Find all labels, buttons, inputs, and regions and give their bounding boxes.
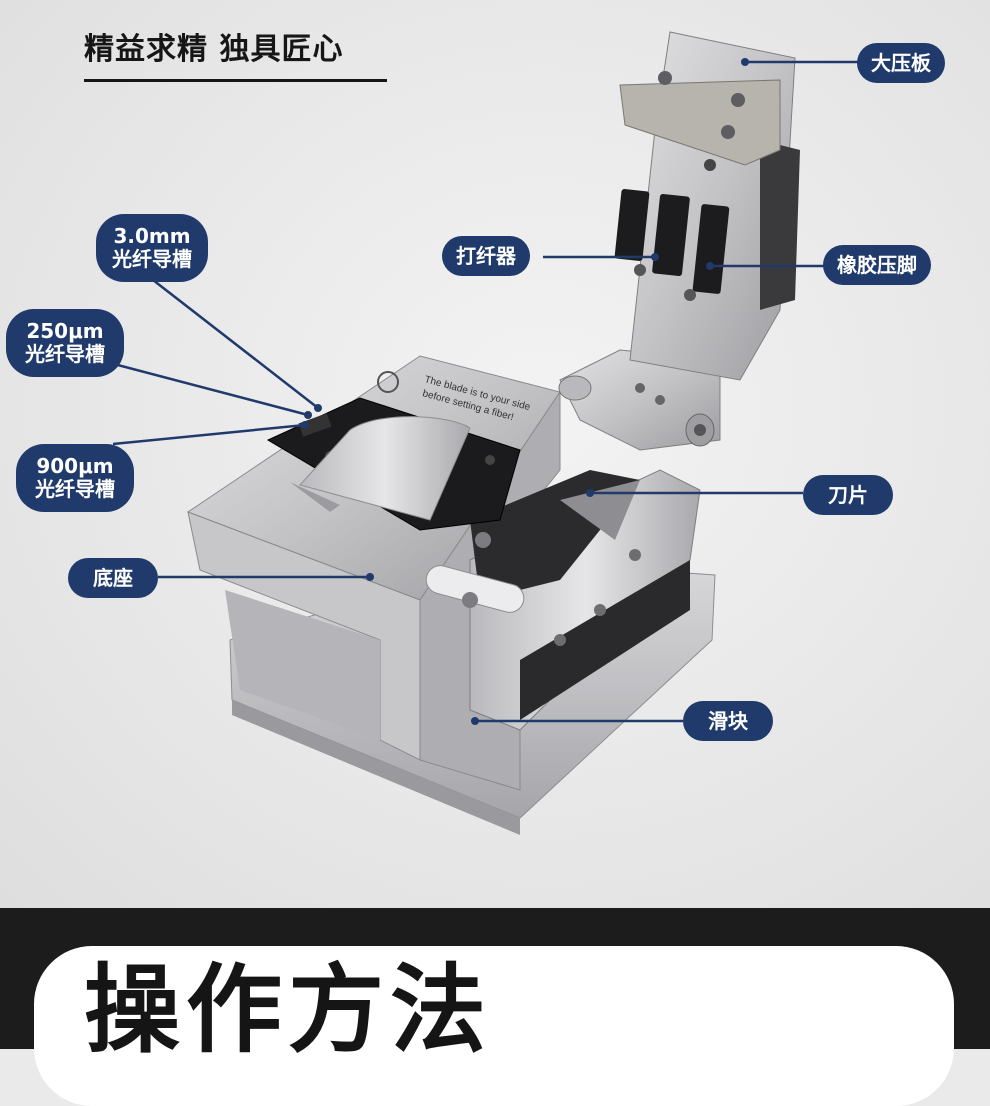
leader-dots [301,58,749,725]
callout-top-plate-label: 大压板 [871,50,931,75]
section-title: 操作方法 [84,954,492,1066]
page-headline: 精益求精 独具匠心 [84,32,344,67]
callout-250um-line1: 250μm [26,319,104,343]
callout-blade: 刀片 [803,475,893,515]
fiber-cleaver-illustration: The blade is to your side before setting… [109,31,858,835]
warning-icon [377,371,399,393]
callout-3mm-line2: 光纤导槽 [112,247,192,271]
callout-blade-label: 刀片 [828,482,868,507]
callout-base-label: 底座 [93,565,133,590]
callout-fiber-striker: 打纤器 [442,236,530,276]
leader-250 [109,361,309,417]
callout-900um-line1: 900μm [36,454,114,478]
leader-lines [109,60,858,723]
callout-900um-line2: 光纤导槽 [35,477,115,501]
headline-underline [84,79,387,82]
leader-900 [112,423,306,446]
leader-3mm [152,279,319,409]
hinge-assembly [558,349,721,451]
slot-screw [462,592,478,608]
callout-top-plate: 大压板 [857,43,945,83]
callout-250um-line2: 光纤导槽 [25,342,105,366]
top-plate-arm [614,31,800,381]
callout-3mm-groove: 3.0mm 光纤导槽 [96,214,208,282]
callout-rubber-foot: 橡胶压脚 [823,245,931,285]
callout-3mm-line1: 3.0mm [113,224,191,248]
blade-window [470,470,640,600]
callout-fiber-striker-label: 打纤器 [456,243,516,268]
callout-250um-groove: 250μm 光纤导槽 [6,309,124,377]
callout-slider: 滑块 [683,701,773,741]
fiber-clamp-lid [290,416,471,521]
blade-screw [475,532,491,548]
callout-slider-label: 滑块 [708,708,748,733]
callout-900um-groove: 900μm 光纤导槽 [16,444,134,512]
callout-base: 底座 [68,558,158,598]
callout-rubber-foot-label: 橡胶压脚 [837,252,917,277]
